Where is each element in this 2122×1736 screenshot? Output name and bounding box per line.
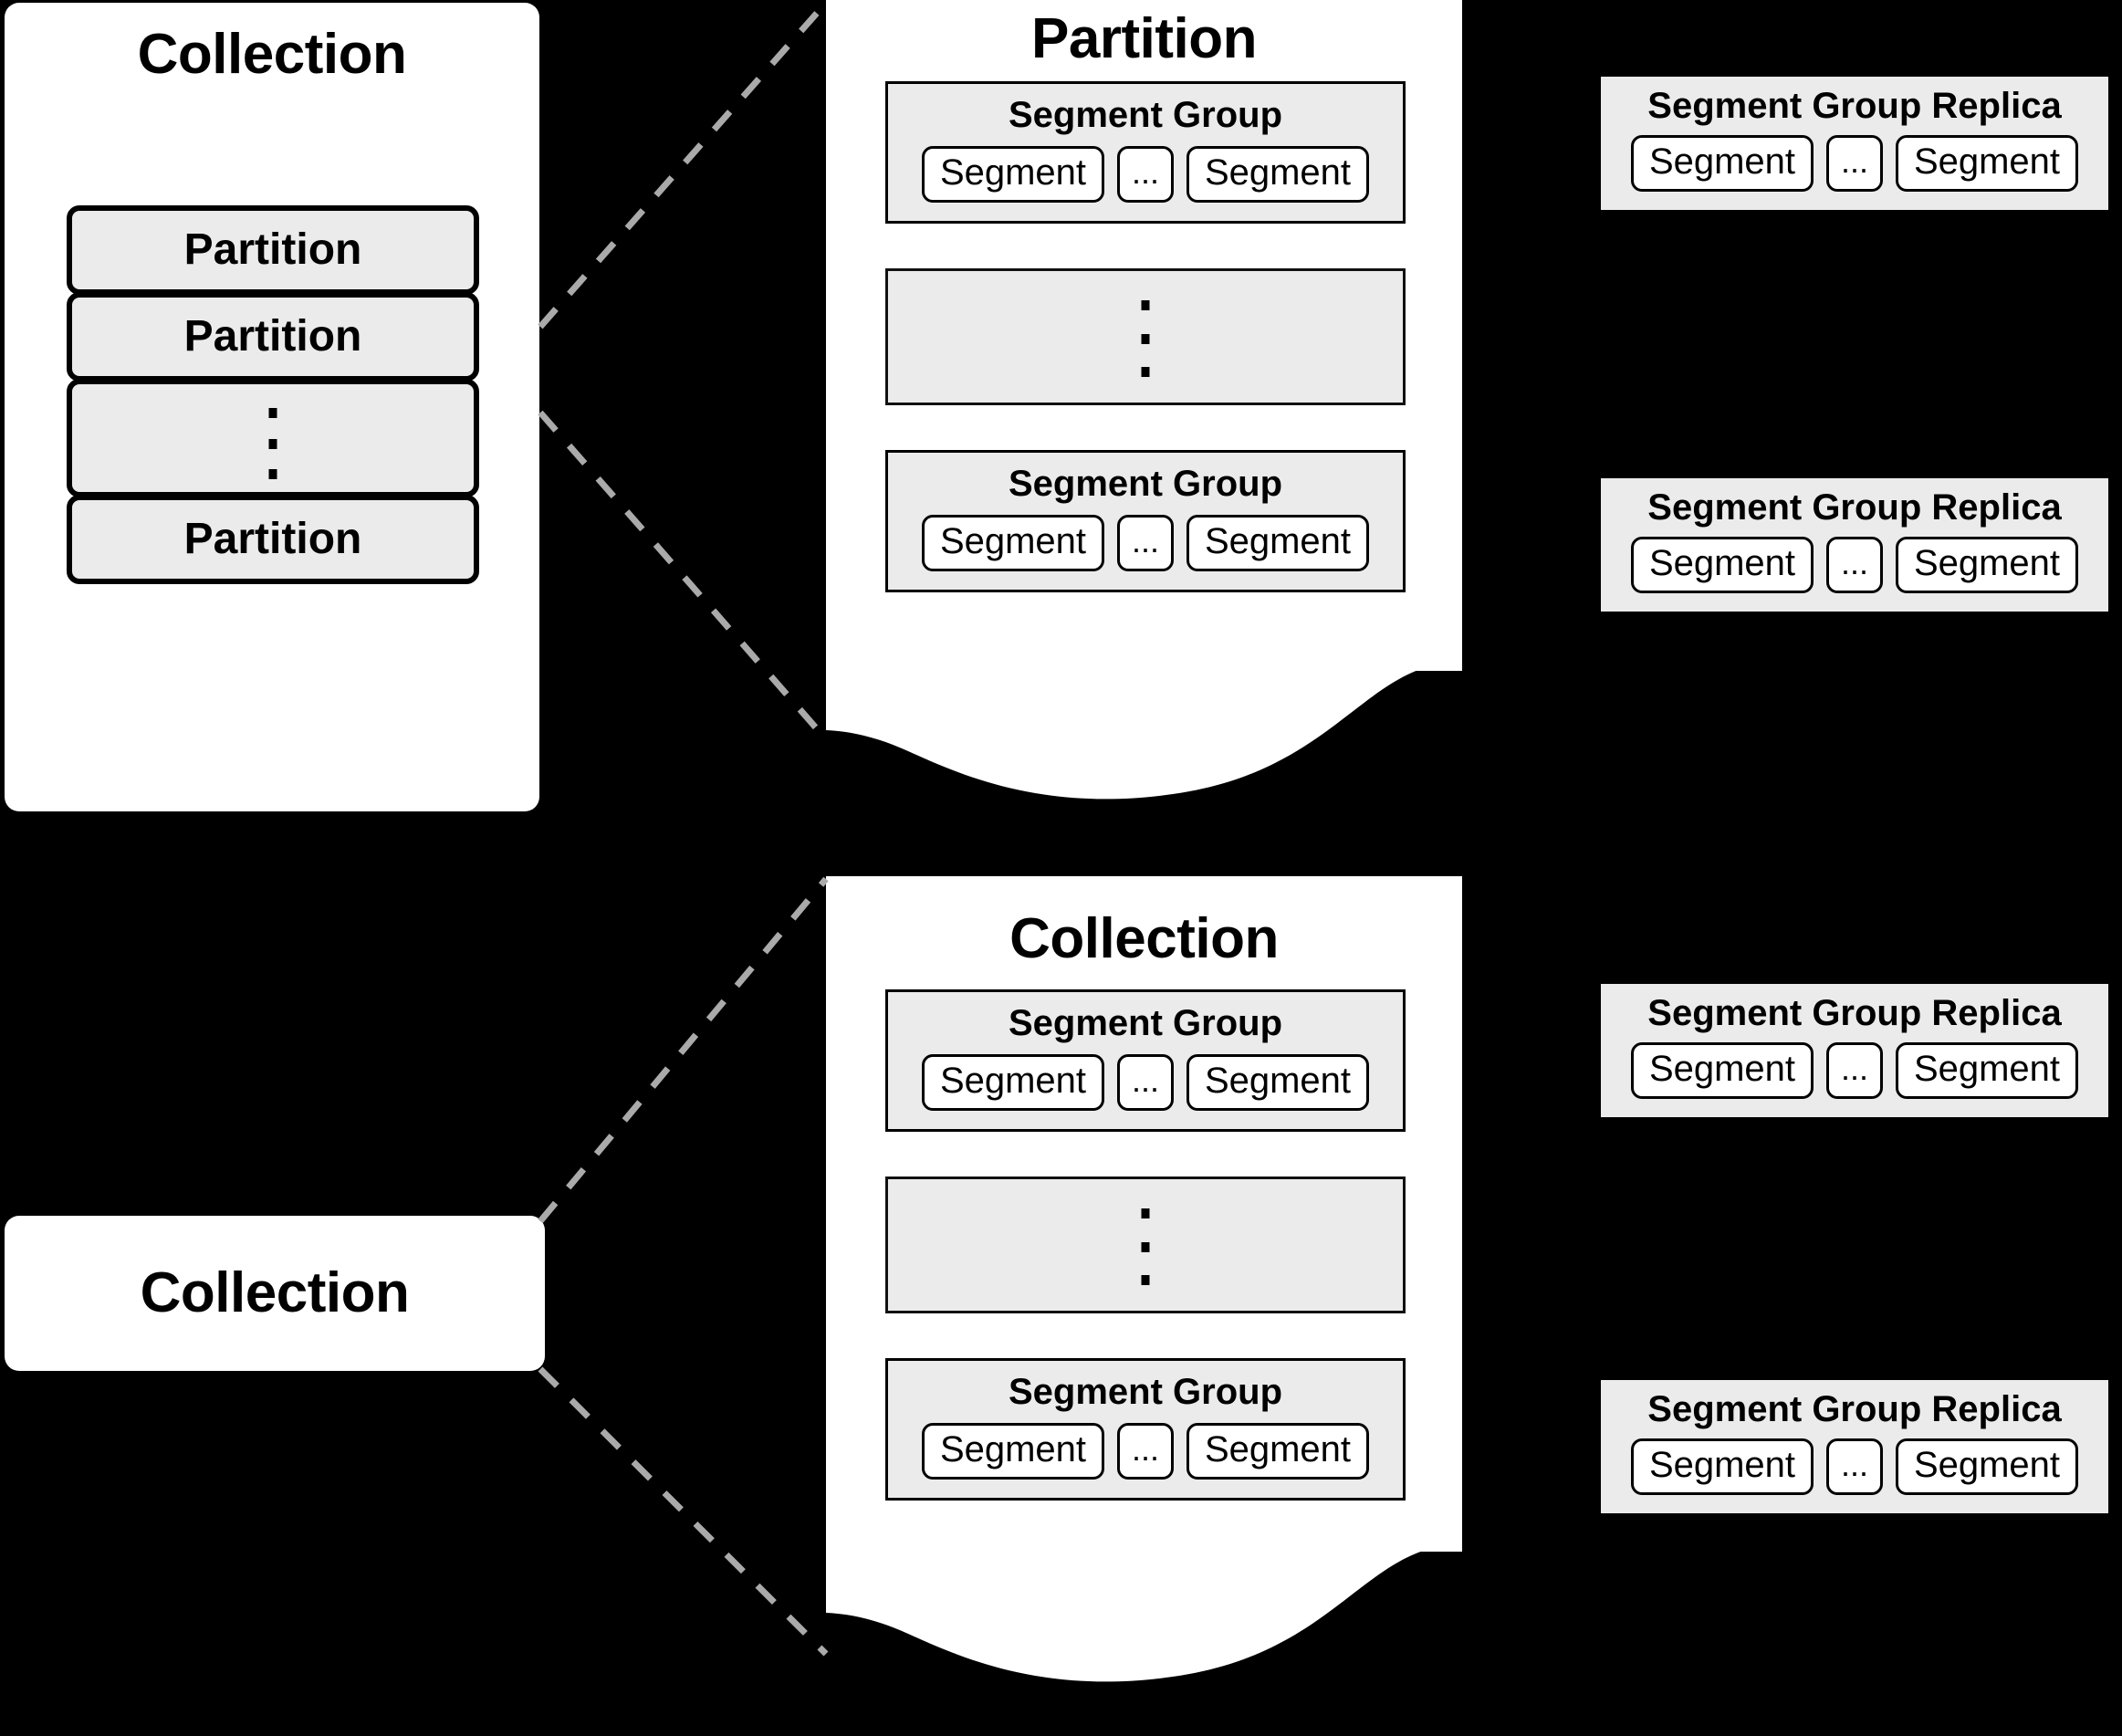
top-collection-card: Collection Partition Partition Partition xyxy=(5,3,539,811)
collection-segment-group-1-title: Segment Group xyxy=(1008,1003,1283,1043)
segment-group-replica-1-title: Segment Group Replica xyxy=(1647,86,2062,126)
segment-group-replica-2[interactable]: Segment Group Replica Segment ... Segmen… xyxy=(1601,478,2108,612)
partition-segment-group-1[interactable]: Segment Group Segment ... Segment xyxy=(885,81,1406,224)
segment-box[interactable]: Segment xyxy=(922,1423,1104,1480)
partition-row-n-label: Partition xyxy=(183,515,362,563)
segment-box[interactable]: Segment xyxy=(922,515,1104,571)
segment-box[interactable]: Segment xyxy=(1631,537,1814,593)
partition-segment-group-2[interactable]: Segment Group Segment ... Segment xyxy=(885,450,1406,592)
segment-box[interactable]: Segment xyxy=(1896,537,2078,593)
bottom-collection-card[interactable]: Collection xyxy=(5,1216,545,1371)
partition-row-ellipsis xyxy=(67,379,479,497)
collection-segment-group-2-title: Segment Group xyxy=(1008,1372,1283,1412)
segment-box[interactable]: Segment xyxy=(1631,1438,1814,1495)
partition-segment-group-2-title: Segment Group xyxy=(1008,464,1283,504)
collection-detail-panel: Collection Segment Group Segment ... Seg… xyxy=(826,876,1462,1736)
segment-group-replica-3-segments: Segment ... Segment xyxy=(1601,1042,2108,1099)
partition-panel-title: Partition xyxy=(1031,7,1257,70)
segment-box[interactable]: Segment xyxy=(922,1054,1104,1111)
partition-vertical-ellipsis-icon xyxy=(268,408,277,479)
partition-row-n[interactable]: Partition xyxy=(67,495,479,584)
segment-box[interactable]: Segment xyxy=(1186,1054,1369,1111)
connector-partition-to-panel-top xyxy=(538,0,829,329)
partition-panel-torn-edge xyxy=(826,643,1462,800)
partition-row-2-label: Partition xyxy=(183,312,362,361)
collection-panel-title: Collection xyxy=(1009,907,1279,970)
segment-ellipsis-icon: ... xyxy=(1117,1423,1174,1480)
bottom-collection-title: Collection xyxy=(140,1261,410,1324)
segment-box[interactable]: Segment xyxy=(1896,1438,2078,1495)
partition-segment-group-2-segments: Segment ... Segment xyxy=(888,515,1403,571)
segment-ellipsis-icon: ... xyxy=(1826,537,1883,593)
segment-group-replica-3[interactable]: Segment Group Replica Segment ... Segmen… xyxy=(1601,984,2108,1117)
segment-group-replica-2-title: Segment Group Replica xyxy=(1647,487,2062,528)
segment-box[interactable]: Segment xyxy=(1186,146,1369,203)
segment-ellipsis-icon: ... xyxy=(1826,1438,1883,1495)
collection-segment-group-1-segments: Segment ... Segment xyxy=(888,1054,1403,1111)
partition-row-2[interactable]: Partition xyxy=(67,292,479,382)
connector-collection-to-panel-bottom xyxy=(538,1366,829,1657)
partition-row-1[interactable]: Partition xyxy=(67,205,479,295)
segment-box[interactable]: Segment xyxy=(1631,135,1814,192)
connector-collection-to-panel-top xyxy=(538,876,829,1224)
segment-group-replica-4-segments: Segment ... Segment xyxy=(1601,1438,2108,1495)
segment-group-replica-4[interactable]: Segment Group Replica Segment ... Segmen… xyxy=(1601,1380,2108,1513)
segment-ellipsis-icon: ... xyxy=(1826,135,1883,192)
segment-group-vertical-ellipsis-icon xyxy=(1141,300,1150,377)
partition-segment-group-ellipsis xyxy=(885,268,1406,405)
top-collection-title: Collection xyxy=(137,23,407,86)
connector-partition-to-panel-bottom xyxy=(538,410,829,742)
partition-row-1-label: Partition xyxy=(183,225,362,274)
segment-group-replica-1[interactable]: Segment Group Replica Segment ... Segmen… xyxy=(1601,77,2108,210)
partition-segment-group-1-segments: Segment ... Segment xyxy=(888,146,1403,203)
segment-ellipsis-icon: ... xyxy=(1117,146,1174,203)
segment-group-replica-4-title: Segment Group Replica xyxy=(1647,1389,2062,1429)
segment-box[interactable]: Segment xyxy=(1896,135,2078,192)
partition-detail-panel: Partition Segment Group Segment ... Segm… xyxy=(826,0,1462,821)
collection-segment-group-2-segments: Segment ... Segment xyxy=(888,1423,1403,1480)
collection-segment-group-1[interactable]: Segment Group Segment ... Segment xyxy=(885,989,1406,1132)
segment-group-replica-3-title: Segment Group Replica xyxy=(1647,993,2062,1033)
segment-group-vertical-ellipsis-icon xyxy=(1141,1208,1150,1285)
segment-box[interactable]: Segment xyxy=(1186,1423,1369,1480)
collection-panel-torn-edge xyxy=(826,1524,1462,1682)
collection-segment-group-2[interactable]: Segment Group Segment ... Segment xyxy=(885,1358,1406,1501)
segment-ellipsis-icon: ... xyxy=(1826,1042,1883,1099)
collection-segment-group-ellipsis xyxy=(885,1177,1406,1313)
segment-box[interactable]: Segment xyxy=(1896,1042,2078,1099)
segment-box[interactable]: Segment xyxy=(1186,515,1369,571)
segment-ellipsis-icon: ... xyxy=(1117,515,1174,571)
segment-box[interactable]: Segment xyxy=(922,146,1104,203)
segment-group-replica-2-segments: Segment ... Segment xyxy=(1601,537,2108,593)
segment-box[interactable]: Segment xyxy=(1631,1042,1814,1099)
partition-segment-group-1-title: Segment Group xyxy=(1008,95,1283,135)
segment-group-replica-1-segments: Segment ... Segment xyxy=(1601,135,2108,192)
segment-ellipsis-icon: ... xyxy=(1117,1054,1174,1111)
